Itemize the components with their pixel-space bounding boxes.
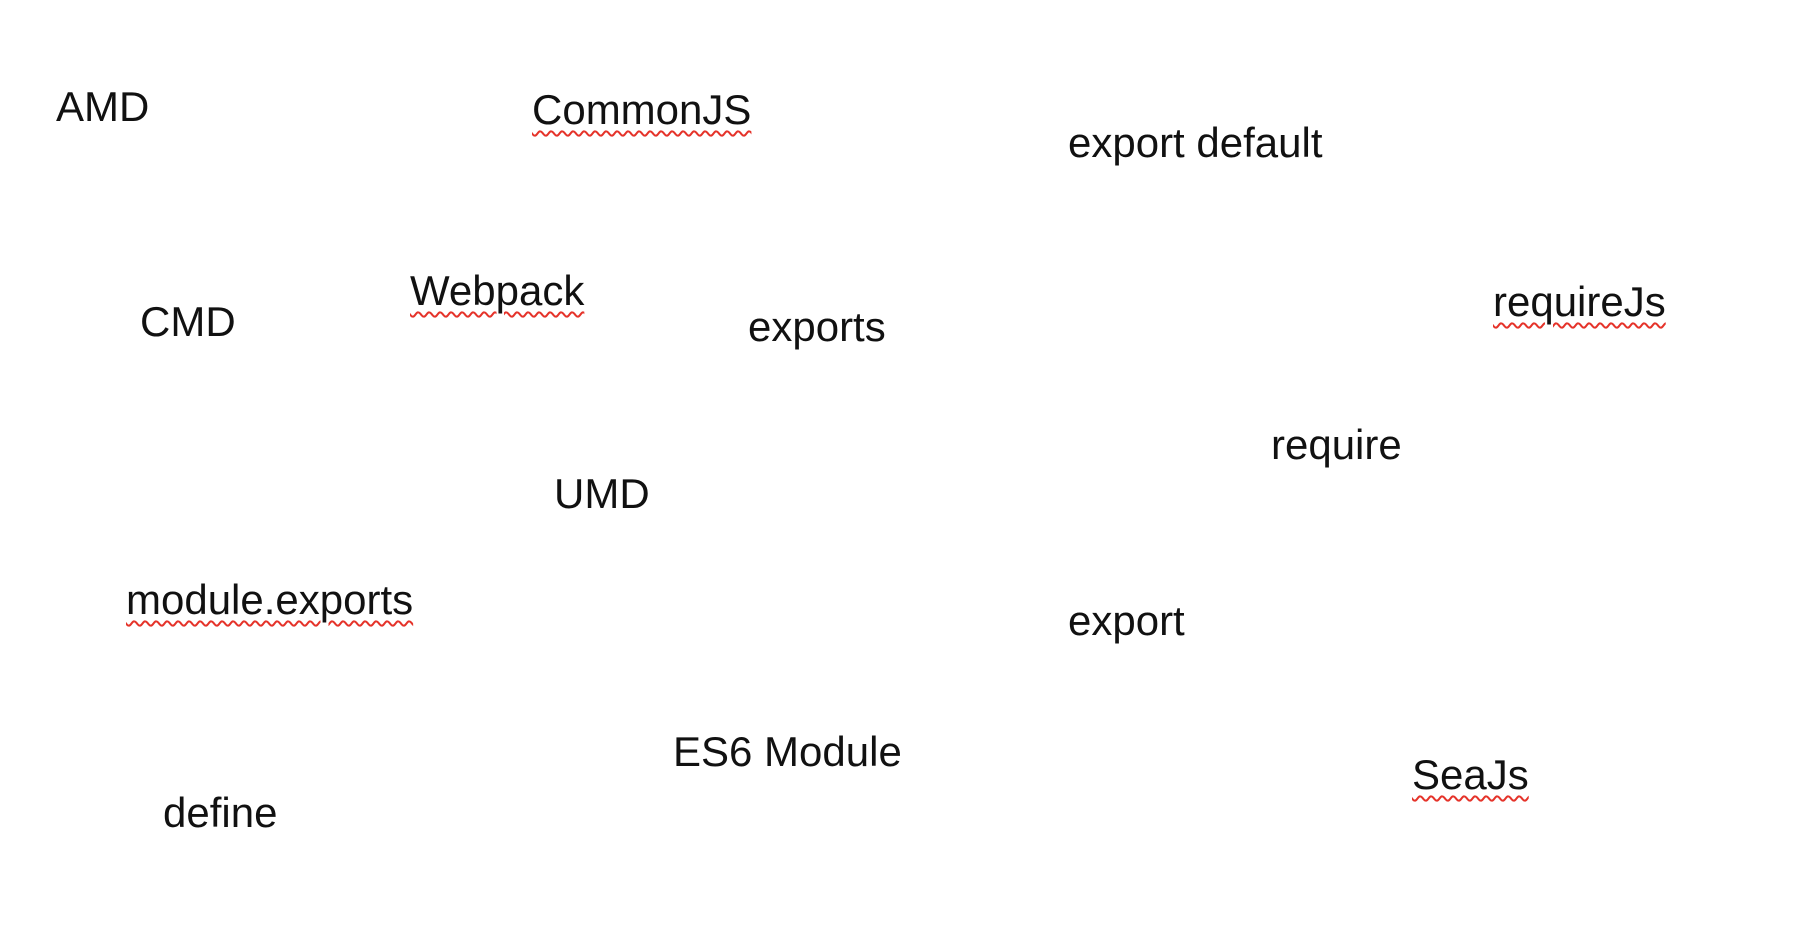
- term-webpack: Webpack: [410, 267, 585, 314]
- term-requirejs: requireJs: [1493, 278, 1666, 325]
- term-es6-module: ES6 Module: [673, 728, 902, 775]
- term-seajs: SeaJs: [1412, 751, 1529, 798]
- term-define: define: [163, 789, 278, 836]
- term-export-default: export default: [1068, 119, 1323, 166]
- term-require: require: [1271, 421, 1402, 468]
- term-amd: AMD: [56, 83, 150, 130]
- term-exports: exports: [748, 303, 886, 350]
- term-export: export: [1068, 597, 1185, 644]
- term-commonjs: CommonJS: [532, 86, 752, 133]
- term-umd: UMD: [554, 470, 650, 517]
- term-cmd: CMD: [140, 298, 236, 345]
- term-module-exports: module.exports: [126, 576, 414, 623]
